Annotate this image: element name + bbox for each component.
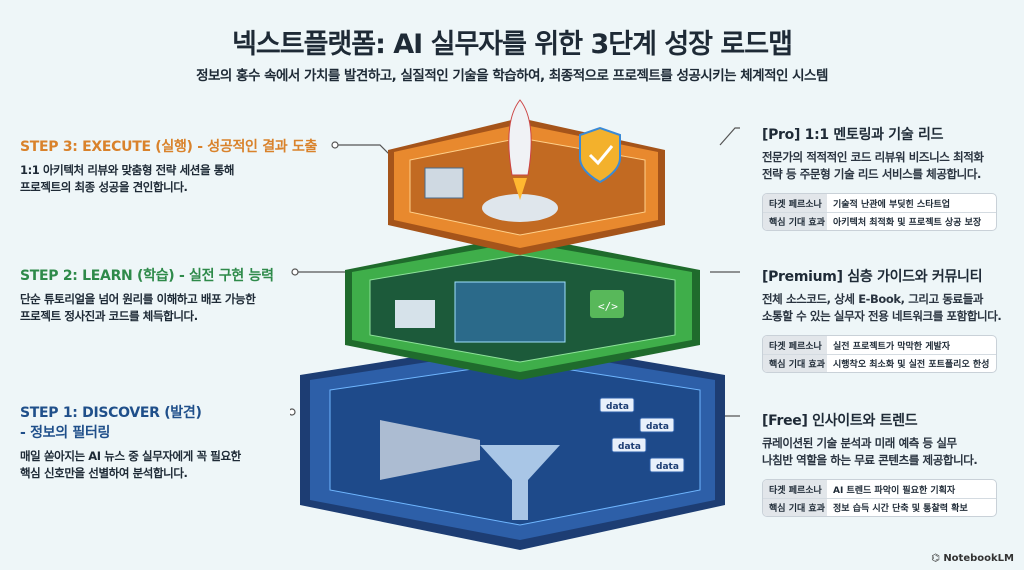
step-desc-line: 단순 튜토리얼을 넘어 원리를 이해하고 배포 가능한 [20,292,256,306]
row-key: 타겟 페르소나 [763,336,827,354]
step-title: STEP 3: EXECUTE (실행) - 성공적인 결과 도출 [20,139,318,155]
data-label: data [656,462,679,472]
step-desc-line: 프로젝트의 최종 성공을 견인합니다. [20,180,188,194]
row-value: 아키텍처 최적화 및 프로젝트 상공 보장 [833,218,982,228]
tier-table: 타겟 페르소나 실전 프로젝트가 막막한 게발자 핵심 기대 효과 시행착오 최소화… [762,335,997,373]
data-label: data [646,422,669,432]
funnel-icon [480,445,560,520]
step-title: STEP 1: DISCOVER (발견) [20,405,202,421]
bottom-layer-discover: data data data data [300,340,725,550]
code-folder-icon [590,290,624,318]
row-value: 실전 프로젝트가 막막한 게발자 [833,341,951,352]
shield-check-icon [579,126,621,184]
table-row: 타겟 페르소나 기술적 난관에 부딪힌 스타트업 [763,194,996,212]
funnel-horizontal-icon [380,420,480,480]
table-row: 핵심 기대 효과 아키텍처 최적화 및 프로젝트 상공 보장 [763,212,996,230]
tier-desc-line: 나침반 역할을 하는 무료 콘텐츠를 제공합니다. [762,453,978,467]
tier-pro: [Pro] 1:1 멘토링과 기술 리드 전문가의 적적적인 코드 리뷰워 비즈… [762,124,1012,231]
step-desc-line: 매일 쏟아지는 AI 뉴스 중 실무자에게 꼭 필요한 [20,449,241,463]
tier-desc-line: 전체 소스코드, 상세 E-Book, 그리고 동료들과 [762,292,984,306]
row-value: 기술적 난관에 부딪힌 스타트업 [833,199,951,210]
row-key: 타겟 페르소나 [763,194,827,212]
tier-premium: [Premium] 심층 가이드와 커뮤니티 전체 소스코드, 상세 E-Boo… [762,266,1012,373]
middle-layer-learn: </> [345,235,700,380]
step-3-execute: STEP 3: EXECUTE (실행) - 성공적인 결과 도출 1:1 아키… [20,136,320,196]
row-key: 핵심 기대 효과 [763,355,827,372]
tier-title: [Premium] 심층 가이드와 커뮤니티 [762,269,983,285]
brand-watermark: ⌬ NotebookLM [931,553,1014,564]
data-label: data [618,442,641,452]
row-key: 핵심 기대 효과 [763,499,827,516]
tier-desc-line: 소통할 수 있는 실무자 전용 네트워크를 포함합니다. [762,309,1002,323]
rocket-icon [508,99,532,176]
row-value: 정보 습득 시간 단축 및 통찰력 확보 [833,504,968,514]
page-subtitle: 정보의 홍수 속에서 가치를 발견하고, 실질적인 기술을 학습하여, 최종적으… [196,68,828,84]
table-row: 핵심 기대 효과 정보 습득 시간 단축 및 통찰력 확보 [763,498,996,516]
step-2-learn: STEP 2: LEARN (학습) - 실전 구현 능력 단순 튜토리얼을 넘… [20,265,320,325]
data-chip [639,417,675,433]
table-row: 타겟 페르소나 AI 트렌드 파악이 필요한 기획자 [763,480,996,498]
row-value: AI 트렌드 파악이 필요한 기획자 [833,485,956,496]
layered-platform-illustration: data data data data </> [290,99,740,550]
step-subtitle: - 정보의 필터링 [20,425,111,441]
row-value: 시행착오 최소화 및 실전 포트폴리오 한성 [833,360,990,370]
flowchart-screen-icon [454,281,566,343]
table-row: 타겟 페르소나 실전 프로젝트가 막막한 게발자 [763,336,996,354]
data-chip [599,397,635,413]
desk-icon [395,300,435,328]
step-desc-line: 핵심 신호만을 선별하여 분석합니다. [20,466,188,480]
tier-desc-line: 전문가의 적적적인 코드 리뷰워 비즈니스 최적화 [762,150,984,164]
launch-pad-icon [482,194,558,222]
workstation-icon [424,167,464,199]
step-desc-line: 1:1 아키텍처 리뷰와 맞춤형 전략 세션을 통해 [20,163,235,177]
tier-desc-line: 전략 등 주문형 기술 리드 서비스를 체공합니다. [762,167,982,181]
tier-table: 타겟 페르소나 기술적 난관에 부딪힌 스타트업 핵심 기대 효과 아키텍처 최적화… [762,193,997,231]
data-chip [611,437,647,453]
tier-title: [Free] 인사이트와 트렌드 [762,413,918,429]
data-chip [649,457,685,473]
top-layer-execute [388,99,665,255]
row-key: 타겟 페르소나 [763,480,827,498]
step-desc-line: 프로젝트 정사진과 코드를 체득합니다. [20,309,198,323]
svg-text:</>: </> [598,300,618,313]
page-title: 넥스트플랫폼: AI 실무자를 위한 3단계 성장 로드맵 [232,29,793,60]
step-1-discover: STEP 1: DISCOVER (발견) - 정보의 필터링 매일 쏟아지는 … [20,402,320,482]
tier-desc-line: 큐레이션된 기술 분석과 미래 예측 등 실무 [762,436,957,450]
data-label: data [606,402,629,412]
tier-table: 타겟 페르소나 AI 트렌드 파악이 필요한 기획자 핵심 기대 효과 정보 습득 … [762,479,997,517]
brand-label: NotebookLM [943,553,1014,564]
row-key: 핵심 기대 효과 [763,213,827,230]
step-title: STEP 2: LEARN (학습) - 실전 구현 능력 [20,268,274,284]
table-row: 핵심 기대 효과 시행착오 최소화 및 실전 포트폴리오 한성 [763,354,996,372]
tier-title: [Pro] 1:1 멘토링과 기술 리드 [762,127,944,143]
tier-free: [Free] 인사이트와 트렌드 큐레이션된 기술 분석과 미래 예측 등 실무… [762,410,1012,517]
